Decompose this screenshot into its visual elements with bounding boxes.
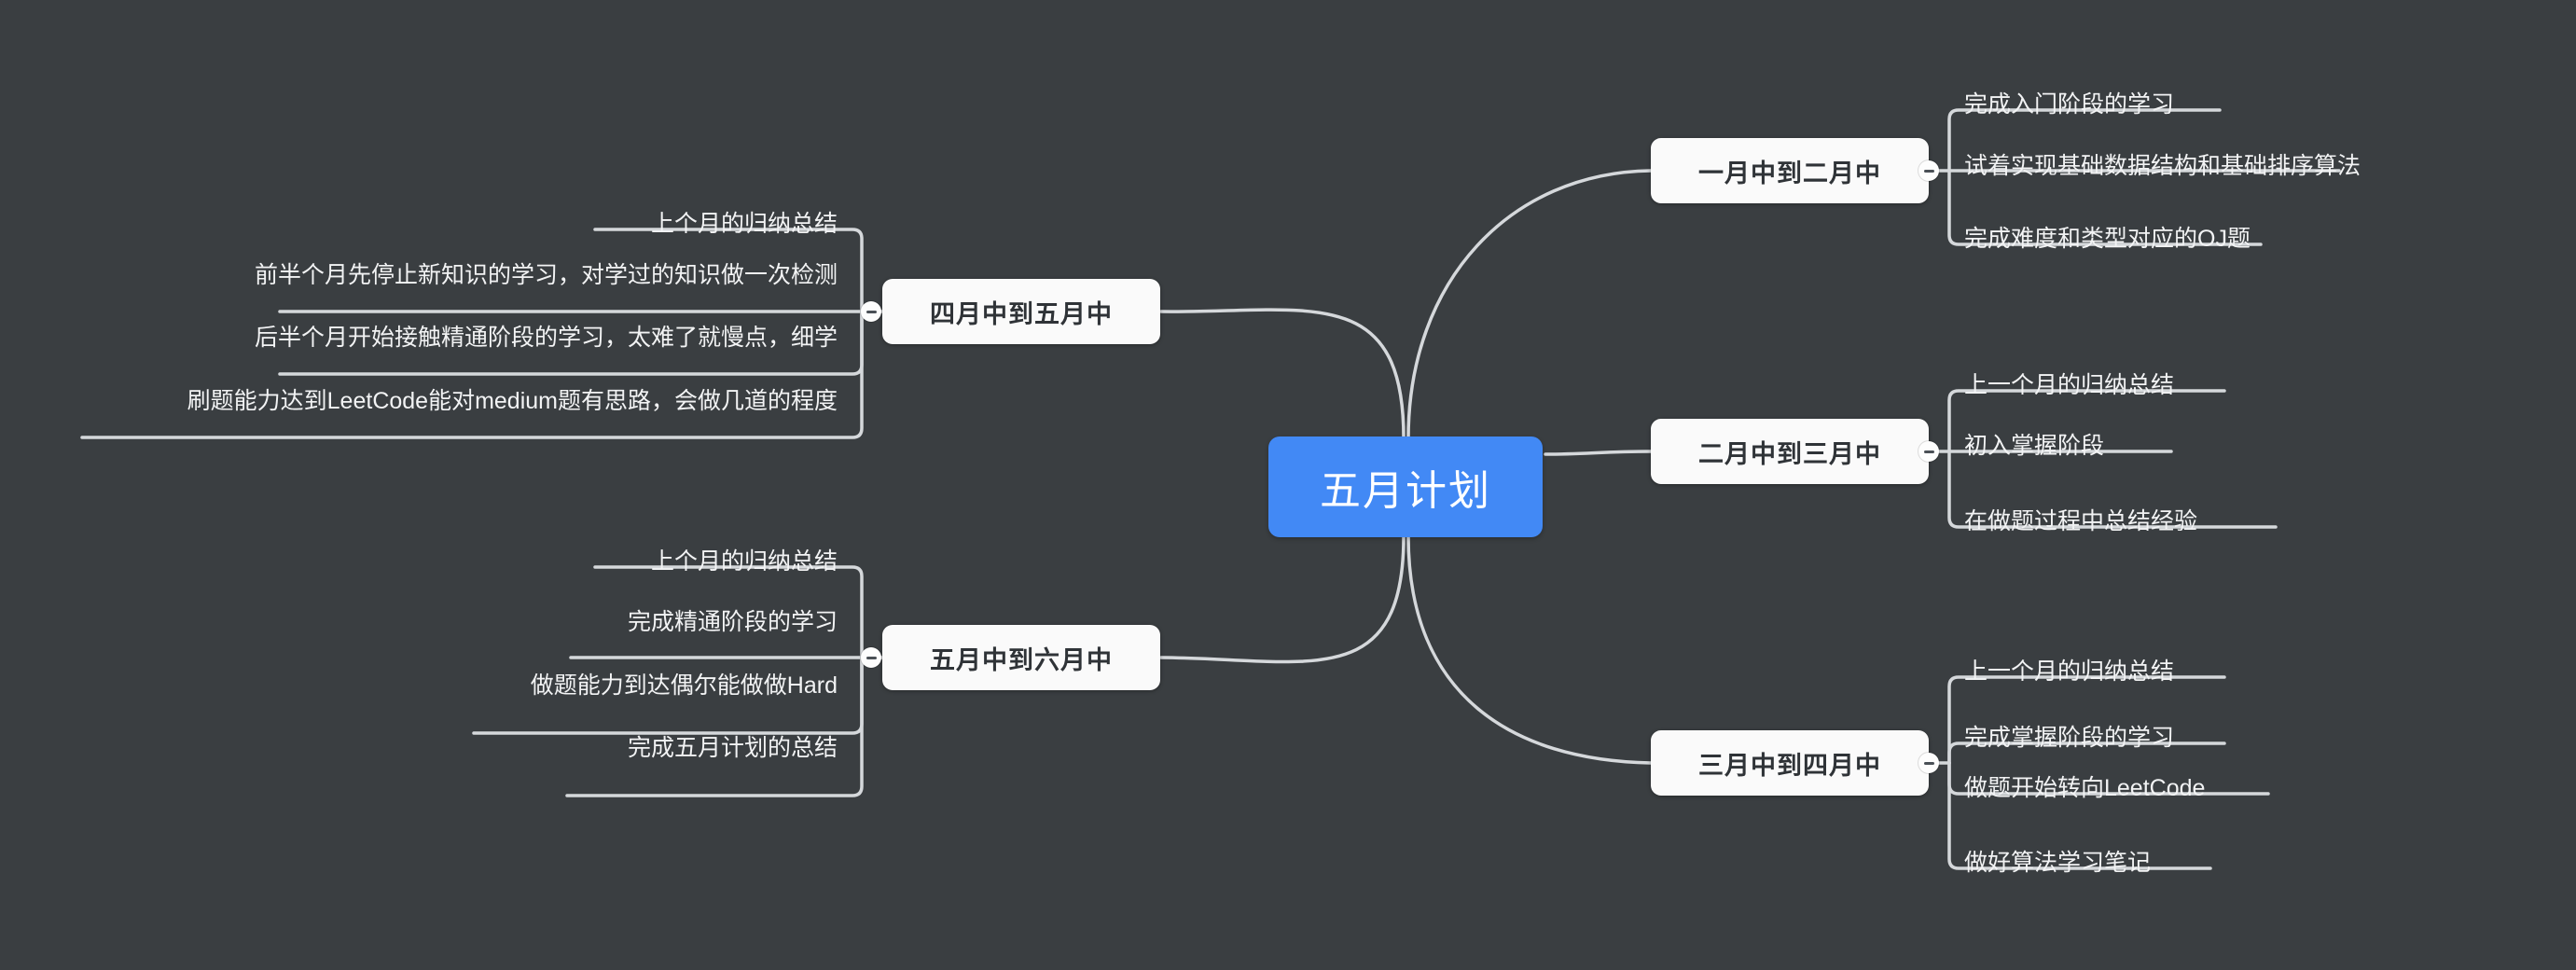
collapse-toggle-may-jun[interactable] bbox=[861, 647, 881, 668]
connector-root-mar-apr bbox=[1406, 534, 1653, 765]
branch-node-label: 一月中到二月中 bbox=[1698, 159, 1881, 187]
branch-node-mar-apr[interactable]: 三月中到四月中 bbox=[1651, 730, 1929, 796]
leaf-jan-feb-2[interactable]: 完成难度和类型对应的OJ题 bbox=[1964, 226, 2251, 252]
minus-icon bbox=[1923, 450, 1934, 453]
leaf-apr-may-0[interactable]: 上个月的归纳总结 bbox=[650, 211, 838, 237]
root-node[interactable]: 五月计划 bbox=[1268, 436, 1543, 537]
branch-node-label: 四月中到五月中 bbox=[930, 299, 1113, 328]
branch-node-apr-may[interactable]: 四月中到五月中 bbox=[882, 279, 1160, 344]
minus-icon bbox=[866, 656, 877, 659]
collapse-toggle-jan-feb[interactable] bbox=[1918, 160, 1939, 181]
minus-icon bbox=[866, 310, 877, 313]
branch-node-label: 三月中到四月中 bbox=[1698, 751, 1881, 780]
leaf-feb-mar-2[interactable]: 在做题过程中总结经验 bbox=[1964, 508, 2198, 534]
leaf-apr-may-2[interactable]: 后半个月开始接触精通阶段的学习，太难了就慢点，细学 bbox=[254, 325, 838, 351]
connector-root-apr-may bbox=[1159, 308, 1406, 440]
leaf-mar-apr-2[interactable]: 做题开始转向LeetCode bbox=[1964, 775, 2206, 801]
leaf-may-jun-1[interactable]: 完成精通阶段的学习 bbox=[627, 609, 838, 635]
leaf-mar-apr-0[interactable]: 上一个月的归纳总结 bbox=[1964, 658, 2175, 685]
leaf-may-jun-3[interactable]: 完成五月计划的总结 bbox=[627, 735, 838, 761]
minus-icon bbox=[1923, 169, 1934, 173]
branch-node-label: 五月中到六月中 bbox=[930, 645, 1113, 674]
branch-node-jan-feb[interactable]: 一月中到二月中 bbox=[1651, 138, 1929, 203]
leaf-mar-apr-1[interactable]: 完成掌握阶段的学习 bbox=[1964, 725, 2175, 751]
leaf-apr-may-1[interactable]: 前半个月先停止新知识的学习，对学过的知识做一次检测 bbox=[254, 262, 838, 288]
minus-icon bbox=[1923, 761, 1934, 765]
leaf-feb-mar-0[interactable]: 上一个月的归纳总结 bbox=[1964, 372, 2175, 398]
leaf-may-jun-2[interactable]: 做题能力到达偶尔能做做Hard bbox=[530, 672, 838, 699]
branch-node-feb-mar[interactable]: 二月中到三月中 bbox=[1651, 419, 1929, 484]
leaf-may-jun-0[interactable]: 上个月的归纳总结 bbox=[650, 548, 838, 575]
connector-root-feb-mar bbox=[1544, 450, 1653, 456]
collapse-toggle-apr-may[interactable] bbox=[861, 301, 881, 322]
leaf-jan-feb-1[interactable]: 试着实现基础数据结构和基础排序算法 bbox=[1964, 153, 2361, 179]
collapse-toggle-mar-apr[interactable] bbox=[1918, 753, 1939, 773]
leaf-mar-apr-3[interactable]: 做好算法学习笔记 bbox=[1964, 850, 2152, 876]
leaf-jan-feb-0[interactable]: 完成入门阶段的学习 bbox=[1964, 91, 2175, 118]
branch-node-may-jun[interactable]: 五月中到六月中 bbox=[882, 625, 1160, 690]
connector-root-may-jun bbox=[1159, 534, 1406, 664]
leaf-apr-may-3[interactable]: 刷题能力达到LeetCode能对medium题有思路，会做几道的程度 bbox=[187, 388, 838, 414]
connector-root-jan-feb bbox=[1406, 169, 1653, 440]
root-node-label: 五月计划 bbox=[1320, 468, 1491, 514]
leaf-feb-mar-1[interactable]: 初入掌握阶段 bbox=[1964, 433, 2105, 459]
collapse-toggle-feb-mar[interactable] bbox=[1918, 441, 1939, 462]
branch-node-label: 二月中到三月中 bbox=[1698, 439, 1881, 468]
